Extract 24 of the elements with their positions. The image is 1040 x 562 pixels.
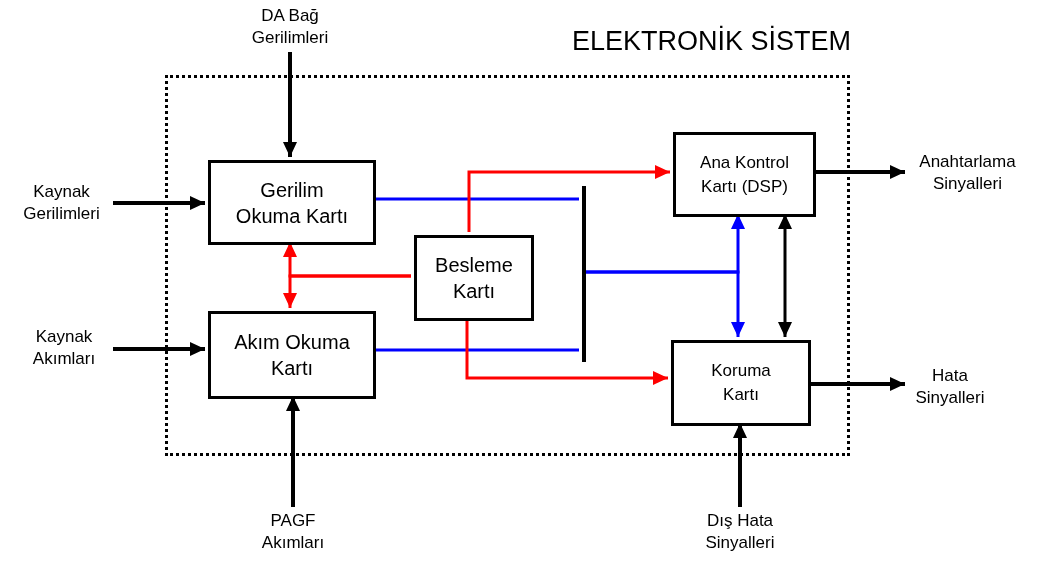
- signal-label: Anahtarlama Sinyalleri: [905, 148, 1030, 198]
- arrow: [113, 196, 205, 210]
- card-box: [208, 160, 376, 245]
- card-box: [208, 311, 376, 399]
- card-label: Ana Kontrol Kartı (DSP): [699, 151, 790, 198]
- arrow: [467, 165, 670, 232]
- card-label: Gerilim Okuma Kartı: [234, 177, 350, 229]
- signal-label: Hata Sinyalleri: [905, 362, 995, 412]
- arrow: [283, 274, 411, 308]
- arrow: [283, 52, 297, 157]
- signal-label: Kaynak Akımları: [15, 325, 113, 371]
- signal-label: Dış Hata Sinyalleri: [680, 507, 800, 557]
- card-label: Akım Okuma Kartı: [233, 330, 351, 381]
- bus-bar: [582, 186, 586, 362]
- card-box: [671, 340, 811, 426]
- signal-label: Kaynak Gerilimleri: [10, 180, 113, 226]
- card-box: [673, 132, 816, 217]
- signal-label: PAGF Akımları: [243, 507, 343, 557]
- arrow: [583, 270, 745, 337]
- card-box: [414, 235, 534, 321]
- card-label: Besleme Kartı: [435, 253, 513, 304]
- card-label: Koruma Kartı: [710, 360, 772, 406]
- signal-label: DA Bağ Gerilimleri: [235, 2, 345, 52]
- arrow: [113, 342, 205, 356]
